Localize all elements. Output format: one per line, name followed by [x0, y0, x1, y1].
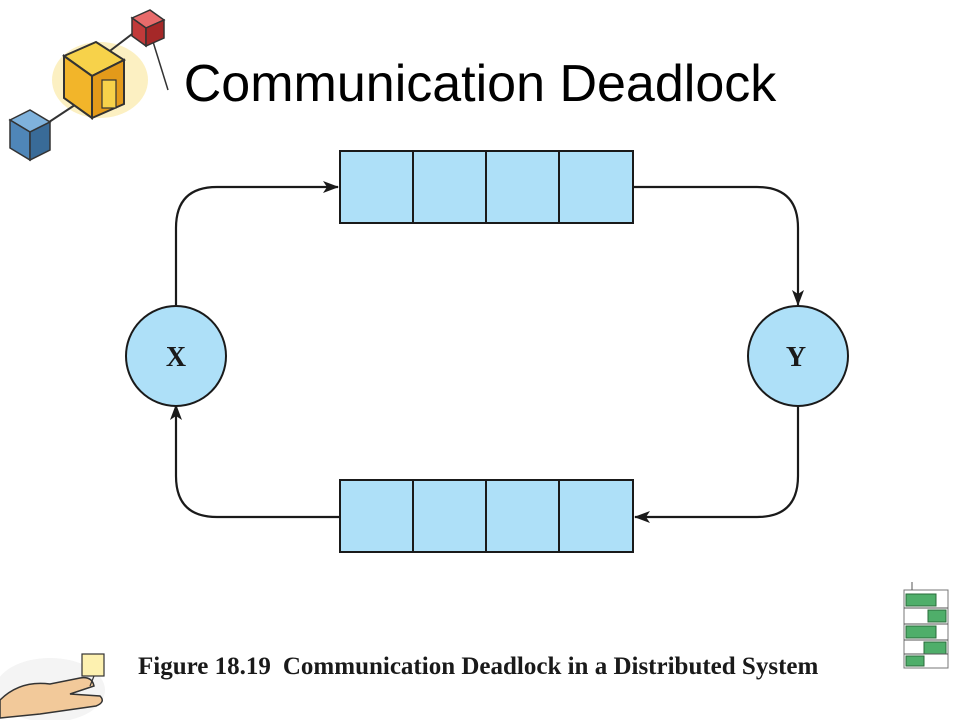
node-y-circle: [747, 305, 849, 407]
figure-caption-text: Communication Deadlock in a Distributed …: [282, 653, 819, 680]
node-y-label: Y: [786, 342, 806, 373]
arrow-x-to-top-queue: [174, 181, 339, 305]
queue-x-to-y: [339, 150, 634, 224]
queue-slot: [412, 150, 487, 224]
cube-network-icon: [8, 9, 169, 162]
arrow-y-to-bottom-queue: [634, 407, 800, 523]
queue-slot: [485, 150, 560, 224]
figure-caption: Figure 18.19 Communication Deadlock in a …: [138, 653, 918, 681]
queue-slot: [558, 150, 634, 224]
node-y: Y: [747, 305, 849, 407]
queue-y-to-x: [339, 479, 634, 553]
node-x-circle: [125, 305, 227, 407]
queue-slot: [558, 479, 634, 553]
arrow-bottom-queue-to-x: [170, 404, 340, 519]
node-x-label: X: [166, 342, 186, 373]
queue-slot: [339, 150, 414, 224]
page-title: Communication Deadlock: [183, 55, 777, 113]
node-x: X: [125, 305, 227, 407]
hand-cursor-icon: [0, 653, 105, 720]
queue-slot: [412, 479, 487, 553]
queue-slot: [339, 479, 414, 553]
brick-wall-icon: [903, 582, 949, 669]
queue-slot: [485, 479, 560, 553]
figure-number: Figure 18.19: [138, 653, 271, 680]
arrow-top-queue-to-y: [633, 185, 804, 306]
